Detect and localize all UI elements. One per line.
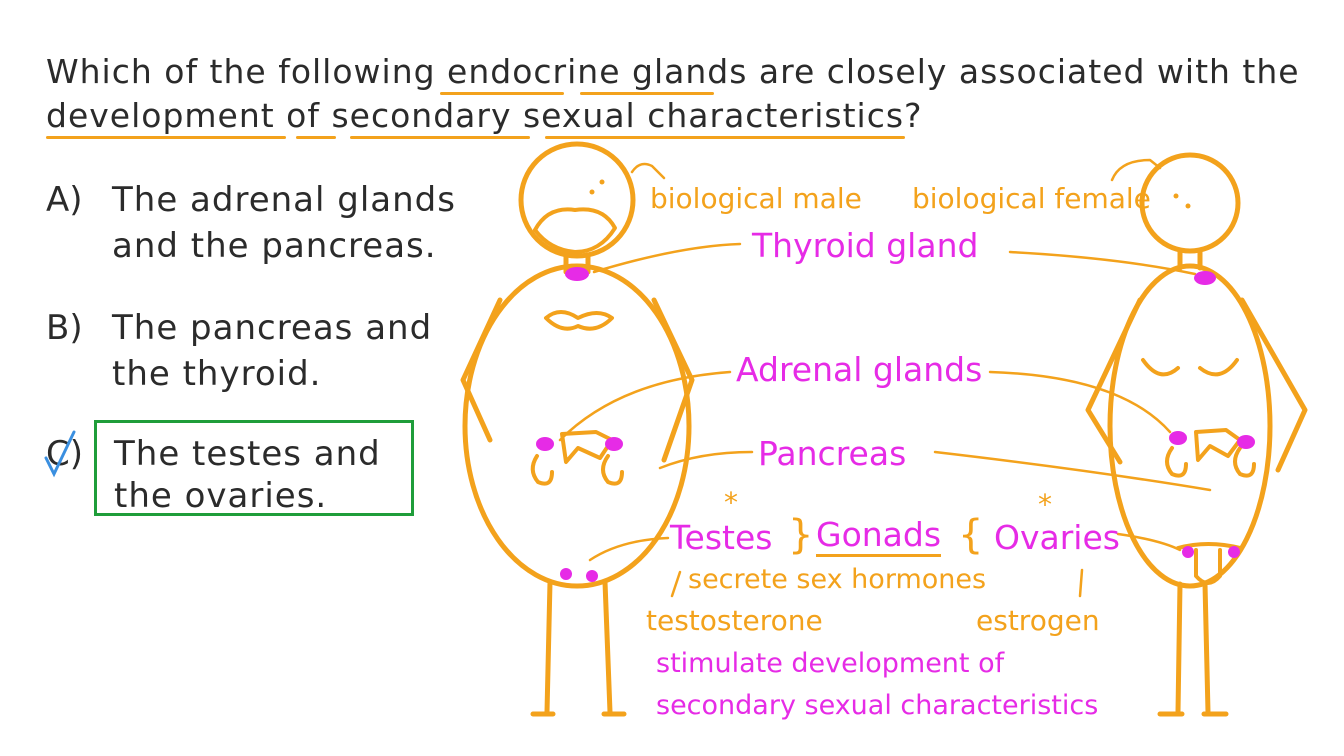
adrenal-label: Adrenal glands — [736, 350, 983, 389]
female-figure — [1085, 152, 1308, 717]
thyroid-line-male — [592, 242, 742, 274]
underline-secondary — [350, 136, 530, 139]
female-ovary-right-marker — [1228, 546, 1240, 558]
option-b-letter: B) — [46, 308, 83, 348]
secrete-label: secrete sex hormones — [688, 564, 987, 595]
female-arm-left — [1085, 297, 1143, 465]
ovaries-label: Ovaries — [994, 518, 1120, 557]
option-b-line-2[interactable]: the thyroid. — [112, 354, 322, 394]
stimulate-line-2: secondary sexual characteristics — [656, 690, 1099, 721]
female-pancreas-lower — [1194, 428, 1242, 462]
question-line-2: development of secondary sexual characte… — [46, 96, 923, 135]
testes-line — [588, 536, 670, 562]
female-adrenal-left-marker — [1169, 431, 1187, 445]
male-testis-right-marker — [586, 570, 598, 582]
underline-development — [46, 136, 286, 139]
male-head — [518, 141, 636, 259]
option-c-line-1[interactable]: The testes and — [114, 434, 381, 474]
adrenal-line-female — [988, 370, 1172, 434]
male-adrenal-right-marker — [605, 437, 623, 451]
male-pancreas-shape — [544, 310, 614, 331]
male-figure — [460, 141, 695, 717]
gonads-label: Gonads — [816, 516, 942, 557]
gland-markers — [536, 267, 1255, 582]
male-beard — [533, 207, 617, 254]
thyroid-label: Thyroid gland — [752, 226, 979, 265]
male-thyroid-marker — [565, 267, 589, 281]
female-kidney-left — [1165, 446, 1188, 478]
secrete-left-arrow — [670, 570, 682, 598]
male-arm-left — [460, 297, 503, 443]
female-adrenal-right-marker — [1237, 435, 1255, 449]
female-kidney-right — [1233, 446, 1256, 478]
ovaries-asterisk: * — [1038, 488, 1052, 521]
female-leg-left — [1175, 581, 1183, 715]
male-leg-right — [602, 579, 613, 715]
check-icon — [44, 430, 76, 478]
male-testis-left-marker — [560, 568, 572, 580]
question-line-1: Which of the following endocrine glands … — [46, 52, 1300, 91]
female-leg-right — [1202, 581, 1211, 715]
male-face — [589, 179, 605, 195]
underline-endocrine — [440, 92, 564, 95]
option-a-letter: A) — [46, 180, 83, 220]
connector-lines — [558, 158, 1212, 598]
male-leg-left — [544, 579, 553, 715]
male-pancreas-lower — [560, 430, 614, 464]
male-adrenal-left-marker — [536, 437, 554, 451]
testes-label: Testes — [670, 518, 773, 557]
female-head — [1139, 152, 1241, 254]
male-label: biological male — [650, 182, 862, 215]
female-face — [1173, 193, 1191, 209]
female-ovary-left-marker — [1182, 546, 1194, 558]
testosterone-label: testosterone — [646, 604, 823, 637]
pancreas-label: Pancreas — [758, 434, 907, 473]
stimulate-line-1: stimulate development of — [656, 648, 1005, 679]
ovaries-line — [1116, 532, 1182, 552]
male-kidney-right — [601, 454, 624, 486]
male-arm-right — [651, 297, 695, 463]
female-head-arrow — [1110, 158, 1162, 182]
female-chest-right — [1198, 358, 1239, 377]
option-a-line-2[interactable]: and the pancreas. — [112, 226, 437, 266]
secrete-right-arrow — [1078, 568, 1084, 598]
female-body — [1107, 263, 1273, 589]
underline-glands — [580, 92, 714, 95]
option-b-line-1[interactable]: The pancreas and — [112, 308, 433, 348]
pancreas-line-female — [933, 450, 1212, 492]
brace-left: } — [788, 512, 814, 558]
option-a-line-1[interactable]: The adrenal glands — [112, 180, 456, 220]
female-chest-left — [1141, 358, 1180, 377]
male-body — [462, 263, 692, 589]
female-label: biological female — [912, 182, 1151, 215]
underline-of — [296, 136, 336, 139]
female-arm-right — [1239, 297, 1308, 473]
adrenal-line-male — [558, 370, 732, 442]
thyroid-line-female — [1008, 250, 1197, 276]
correct-answer-box — [94, 420, 414, 516]
male-head-arrow — [630, 162, 666, 180]
testes-asterisk: * — [724, 486, 738, 519]
estrogen-label: estrogen — [976, 604, 1100, 637]
underline-sexual-characteristics — [545, 136, 905, 139]
female-thyroid-marker — [1194, 271, 1216, 285]
male-kidney-left — [530, 454, 554, 486]
option-c-line-2[interactable]: the ovaries. — [114, 476, 328, 516]
pancreas-line-male — [658, 450, 754, 470]
brace-right: { — [958, 512, 984, 558]
